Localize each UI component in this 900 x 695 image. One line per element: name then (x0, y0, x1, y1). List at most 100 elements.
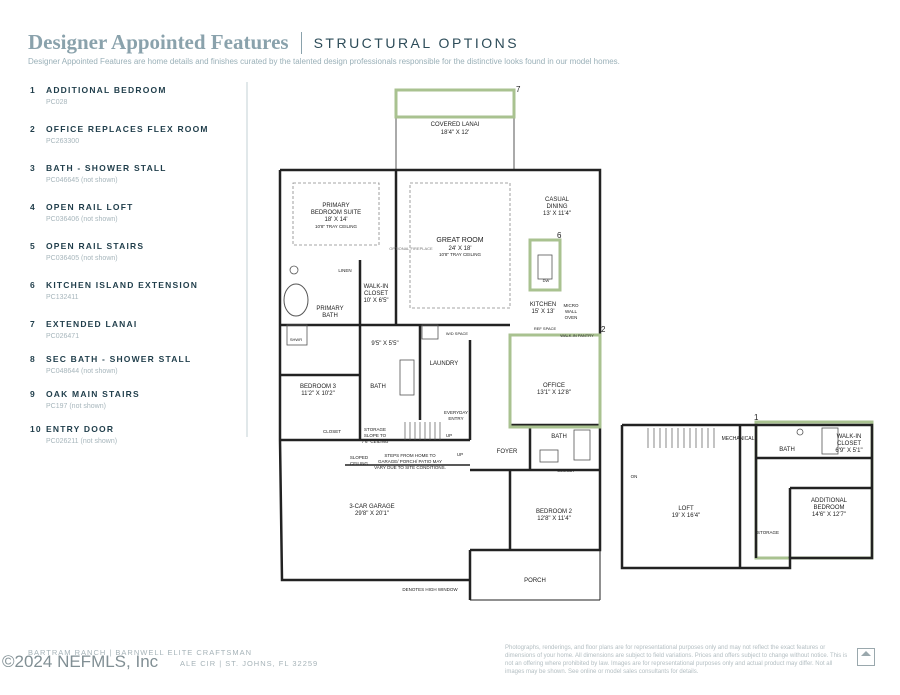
wic-label: WALK-IN (364, 284, 389, 290)
option-title: OFFICE REPLACES FLEX ROOM (46, 124, 209, 134)
marker-1: 1 (754, 413, 759, 422)
add-bed-dim: 14'6" X 12'7" (812, 512, 846, 518)
kitchen-dim: 15' X 13' (532, 309, 555, 315)
title-divider (300, 31, 302, 54)
island-sink-icon (537, 254, 553, 280)
garage-dim: 29'8" X 20'1" (355, 511, 389, 517)
micro-label: MICRO (564, 303, 579, 308)
closet2-label: CLOSET (557, 468, 575, 473)
sloped-label: SLOPED (350, 455, 369, 460)
add-bed-label: ADDITIONAL (811, 498, 848, 504)
great-room-dim: 24' X 18' (449, 246, 472, 252)
option-number: 5 (30, 241, 36, 251)
fireplace-label: OPTIONAL FIREPLACE (389, 246, 433, 251)
on-label: ON (631, 474, 638, 479)
page-subtitle: Designer Appointed Features are home det… (28, 57, 620, 66)
pantry-label: WALK-IN PANTRY (560, 333, 594, 338)
steps-note-3: VARY DUE TO SITE CONDITIONS. (374, 465, 446, 470)
page-title: Designer Appointed Features (28, 30, 289, 54)
bedroom2-label: BEDROOM 2 (536, 509, 573, 515)
option-number: 3 (30, 163, 36, 173)
option-code: PC197 (not shown) (46, 403, 106, 410)
footer-address: ALE CIR | ST. JOHNS, FL 32259 (180, 659, 319, 668)
option-title: OPEN RAIL LOFT (46, 202, 134, 212)
steps-note-2: GARAGE/ PORCH/ PATIO MAY (378, 459, 442, 464)
up-label2: UP (457, 452, 463, 457)
extended-lanai-highlight (394, 88, 516, 119)
mechanical-label: MECHANICAL (722, 436, 755, 442)
option-title: BATH - SHOWER STALL (46, 163, 167, 173)
storage-up-label: STORAGE (757, 530, 779, 535)
loft-stairs (647, 428, 715, 448)
linen-label: LINEN (338, 268, 351, 273)
option-title: SEC BATH - SHOWER STALL (46, 354, 192, 364)
option-code: PC026211 (not shown) (46, 438, 118, 445)
option-number: 4 (30, 202, 36, 212)
kitchen-label: KITCHEN (530, 302, 556, 308)
equal-housing-icon (857, 648, 875, 666)
option-number: 1 (30, 85, 36, 95)
second-floor-walls (620, 423, 874, 570)
dining-dim: 13' X 11'4" (543, 211, 571, 217)
lanai-dim: 18'4" X 12' (441, 130, 469, 136)
up-label: UP (446, 433, 452, 438)
section-title: STRUCTURAL OPTIONS (313, 34, 520, 51)
primary-bath-label2: BATH (322, 313, 338, 319)
column-divider (246, 82, 248, 437)
option-title: ADDITIONAL BEDROOM (46, 85, 167, 95)
hall-dim: 9'5" X 5'5" (371, 341, 398, 347)
upstairs-tub-icon (821, 427, 839, 455)
foyer-label: FOYER (497, 449, 518, 455)
storage-label3: 7'6" CEILING (362, 439, 389, 444)
wic-label2: CLOSET (364, 291, 388, 297)
option-code: PC028 (46, 99, 68, 106)
option-code: PC036405 (not shown) (46, 255, 118, 262)
tub-icon (573, 429, 591, 461)
island-highlight (528, 238, 562, 292)
primary-bath-label: PRIMARY (316, 306, 343, 312)
bathtub-icon (283, 283, 309, 317)
wic-up-label2: CLOSET (837, 441, 861, 447)
dining-label: CASUAL (545, 197, 570, 203)
primary-suite-dim: 18' X 14' (325, 217, 348, 223)
loft-label: LOFT (678, 506, 694, 512)
laundry-label: LAUNDRY (430, 361, 459, 367)
dw-label: DW (543, 278, 550, 283)
page-header: Designer Appointed Features STRUCTURAL O… (28, 30, 519, 55)
office-label: OFFICE (543, 383, 565, 389)
ref-label: REF SPACE (534, 326, 557, 331)
great-room-tray-ceiling (409, 182, 511, 309)
option-item: 1 ADDITIONAL BEDROOM PC028 (30, 85, 167, 106)
high-window-label: DENOTES HIGH WINDOW (402, 587, 458, 592)
bath2-label: BATH (551, 434, 567, 440)
option-title: ENTRY DOOR (46, 424, 115, 434)
mls-watermark: ©2024 NEFMLS, Inc (2, 652, 159, 671)
tub-icon (399, 359, 415, 396)
loft-dim: 19' X 16'4" (672, 513, 700, 519)
option-number: 8 (30, 354, 36, 364)
primary-suite-label: PRIMARY (322, 203, 349, 209)
wic-up-label: WALK-IN (837, 434, 862, 440)
add-bed-label2: BEDROOM (813, 505, 844, 511)
washer-icon (421, 324, 439, 340)
marker-6: 6 (557, 231, 562, 240)
marker-2: 2 (601, 325, 606, 334)
first-floor-walls (278, 89, 602, 601)
upstairs-toilet-icon (796, 428, 804, 436)
entry-label: EVERYDAY (444, 410, 468, 415)
sloped-label2: CEILING (350, 461, 369, 466)
bedroom3-dim: 11'2" X 10'2" (301, 391, 334, 397)
wic-dim: 10' X 6'5" (363, 298, 388, 304)
primary-suite-ceiling: 10'8" TRAY CEILING (315, 224, 357, 229)
storage-label2: SLOPE TO (364, 433, 387, 438)
option-number: 9 (30, 389, 36, 399)
oven-label: OVEN (565, 315, 578, 320)
closet-label: CLOSET (323, 429, 341, 434)
disclaimer-text: Photographs, renderings, and floor plans… (505, 645, 848, 675)
lanai-label: COVERED LANAI (431, 122, 480, 128)
